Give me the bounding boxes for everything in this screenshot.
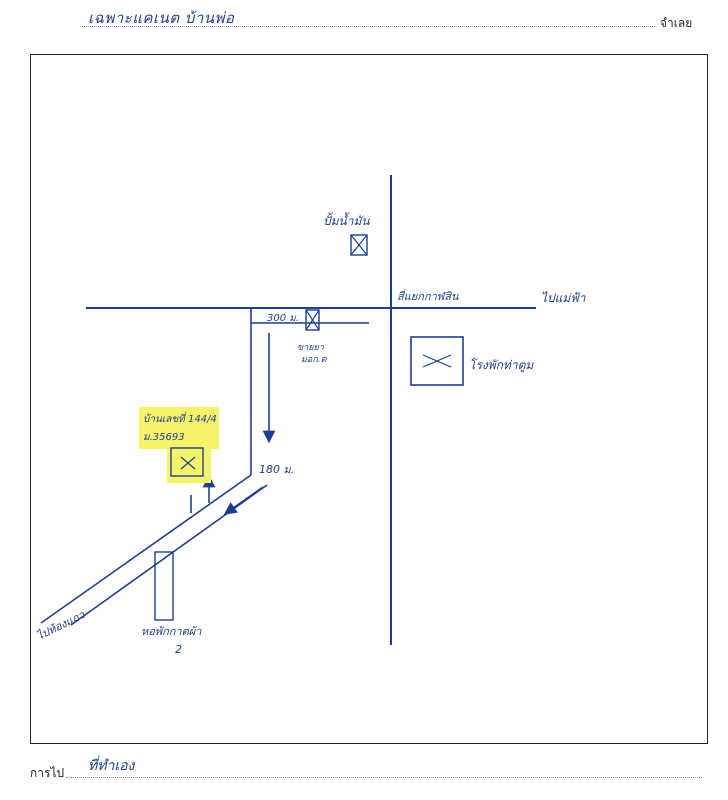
- distance-top-label: 300 ม.: [267, 313, 299, 324]
- dormitory-label-2: 2: [175, 643, 182, 656]
- footer-dotted-line: [66, 777, 702, 778]
- dormitory-label-1: หอพักกาดผ้า: [141, 625, 202, 638]
- diagonal-road-upper: [40, 474, 252, 624]
- dormitory-marker: [154, 551, 174, 621]
- target-label-highlight: [139, 407, 219, 449]
- target-house-marker: [170, 447, 204, 477]
- gas-station-marker: [350, 234, 368, 256]
- road-right-label: ไปแม่ฟ้า: [541, 291, 587, 305]
- hand-drawn-map: ปั้มน้ำมัน สี่แยกกาฬสิน ไปแม่ฟ้า 300 ม. …: [35, 175, 587, 656]
- footer-label: การไป: [30, 766, 65, 780]
- footer-handwritten-value: ที่ทำเอง: [88, 758, 135, 774]
- diagonal-road-lower: [70, 484, 268, 626]
- header-label: จำเลย: [660, 16, 693, 30]
- small-building-label-1: ขายยา: [297, 343, 325, 353]
- header-handwritten-name: เฉพาะแคเนต บ้านพ่อ: [88, 9, 235, 27]
- map-frame: ปั้มน้ำมัน สี่แยกกาฬสิน ไปแม่ฟ้า 300 ม. …: [30, 54, 708, 744]
- route-arrow-diagonal: [223, 486, 264, 515]
- target-label-2: ม.35693: [143, 432, 185, 443]
- distance-mid-label: 180 ม.: [259, 463, 294, 476]
- small-building-marker: [305, 309, 320, 331]
- small-building-label-2: มอก.ต: [301, 355, 328, 365]
- police-station-marker: [410, 336, 464, 386]
- gas-station-label: ปั้มน้ำมัน: [323, 212, 370, 228]
- target-label-1: บ้านเลขที่ 144/4: [143, 411, 217, 425]
- police-station-label: โรงพักท่าตูม: [469, 358, 534, 373]
- header-dotted-line: [80, 26, 655, 27]
- road-bottom-left-label: ไปห้องแถว: [35, 608, 88, 643]
- intersection-label: สี่แยกกาฬสิน: [397, 288, 459, 303]
